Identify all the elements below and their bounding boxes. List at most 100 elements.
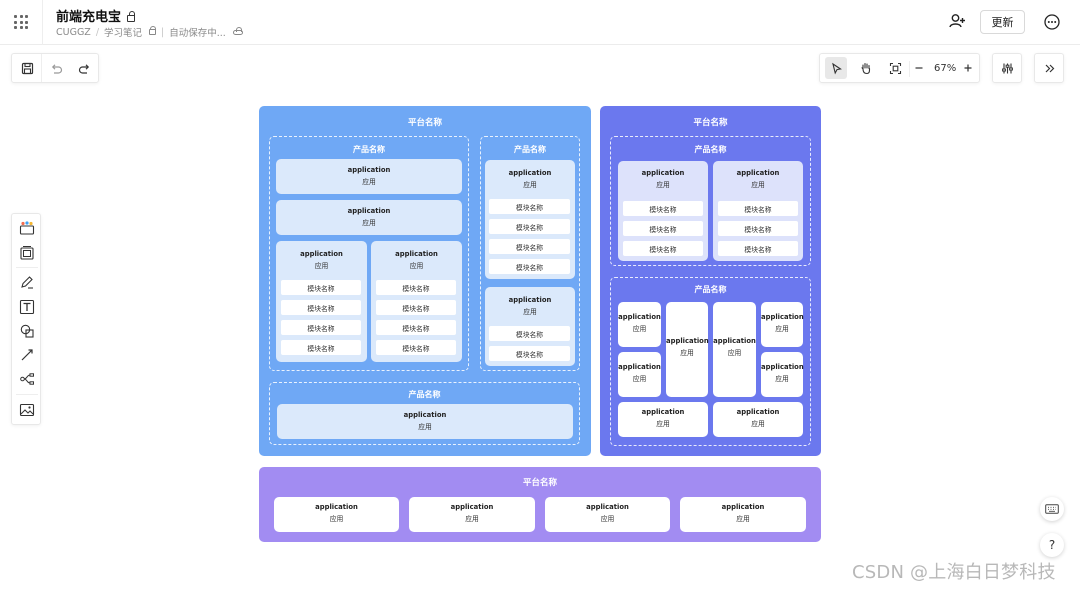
module-box[interactable]: 模块名称 [489, 259, 570, 274]
hand-tool-button[interactable] [855, 57, 877, 79]
redo-button[interactable] [73, 57, 95, 79]
breadcrumb-team[interactable]: CUGGZ [56, 26, 91, 38]
templates-icon[interactable] [19, 220, 35, 236]
module-box[interactable]: 模块名称 [376, 320, 456, 335]
module-box[interactable]: 模块名称 [623, 241, 703, 256]
zoom-in-button[interactable] [960, 57, 976, 79]
undo-button[interactable] [45, 57, 67, 79]
app-name: application [403, 411, 447, 419]
module-box[interactable]: 模块名称 [376, 280, 456, 295]
module-box[interactable]: 模块名称 [489, 326, 570, 341]
breadcrumb-folder[interactable]: 学习笔记 [104, 28, 143, 39]
fit-screen-icon [889, 62, 901, 74]
module-box[interactable]: 模块名称 [623, 221, 703, 236]
select-tool-button[interactable] [825, 57, 847, 79]
module-box[interactable]: 模块名称 [281, 320, 361, 335]
connector-line-icon[interactable] [19, 347, 35, 363]
app-subtitle: 应用 [775, 325, 789, 333]
folder-lock-icon [149, 25, 157, 35]
image-icon[interactable] [19, 402, 35, 418]
application-card[interactable]: application 应用 [276, 159, 462, 194]
save-icon [21, 62, 33, 74]
app-subtitle: 应用 [418, 423, 432, 431]
zoom-level[interactable]: 67% [934, 63, 957, 74]
module-box[interactable]: 模块名称 [489, 346, 570, 361]
app-subtitle: 应用 [751, 420, 765, 428]
module-box[interactable]: 模块名称 [376, 340, 456, 355]
module-box[interactable]: 模块名称 [376, 300, 456, 315]
app-subtitle: 应用 [362, 178, 376, 186]
app-name: application [736, 408, 780, 416]
module-box[interactable]: 模块名称 [281, 300, 361, 315]
app-name: application [641, 169, 685, 177]
product-title: 产品名称 [353, 145, 385, 154]
module-box[interactable]: 模块名称 [489, 219, 570, 234]
product-title: 产品名称 [694, 285, 727, 294]
application-card[interactable]: application 应用 [713, 402, 803, 437]
help-button[interactable]: ? [1040, 533, 1064, 557]
mindmap-icon[interactable] [19, 371, 35, 387]
module-box[interactable]: 模块名称 [281, 280, 361, 295]
application-card[interactable]: application 应用 [277, 404, 573, 439]
divider [909, 61, 910, 77]
apps-grid-icon[interactable] [12, 13, 30, 31]
module-box[interactable]: 模块名称 [623, 201, 703, 216]
document-title[interactable]: 前端充电宝 [56, 10, 122, 25]
app-name: application [347, 166, 391, 174]
text-tool-icon[interactable] [19, 299, 35, 315]
module-box[interactable]: 模块名称 [489, 239, 570, 254]
frame-library-icon[interactable] [19, 245, 35, 261]
watermark-text: CSDN @上海白日梦科技 [852, 562, 1056, 583]
module-box[interactable]: 模块名称 [718, 221, 798, 236]
add-collaborator-icon[interactable] [948, 12, 966, 30]
zoom-out-button[interactable] [911, 57, 927, 79]
lock-icon [127, 11, 136, 22]
update-button[interactable]: 更新 [980, 10, 1025, 34]
module-box[interactable]: 模块名称 [718, 201, 798, 216]
module-box[interactable]: 模块名称 [718, 241, 798, 256]
fit-screen-button[interactable] [884, 57, 906, 79]
left-toolbox [11, 213, 41, 425]
shapes-icon[interactable] [19, 323, 35, 339]
keyboard-shortcuts-button[interactable] [1040, 497, 1064, 521]
module-box[interactable]: 模块名称 [489, 199, 570, 214]
plus-icon [964, 64, 972, 72]
more-options-icon[interactable] [1043, 13, 1061, 31]
app-subtitle: 应用 [329, 515, 344, 523]
app-name: application [450, 503, 494, 511]
style-panel-button[interactable] [992, 53, 1022, 83]
save-button[interactable] [16, 57, 38, 79]
pen-icon[interactable] [19, 274, 35, 290]
app-name: application [300, 250, 343, 258]
module-box[interactable]: 模块名称 [281, 340, 361, 355]
collapse-panel-button[interactable] [1034, 53, 1064, 83]
divider [41, 54, 42, 82]
double-chevron-right-icon [1045, 64, 1055, 73]
